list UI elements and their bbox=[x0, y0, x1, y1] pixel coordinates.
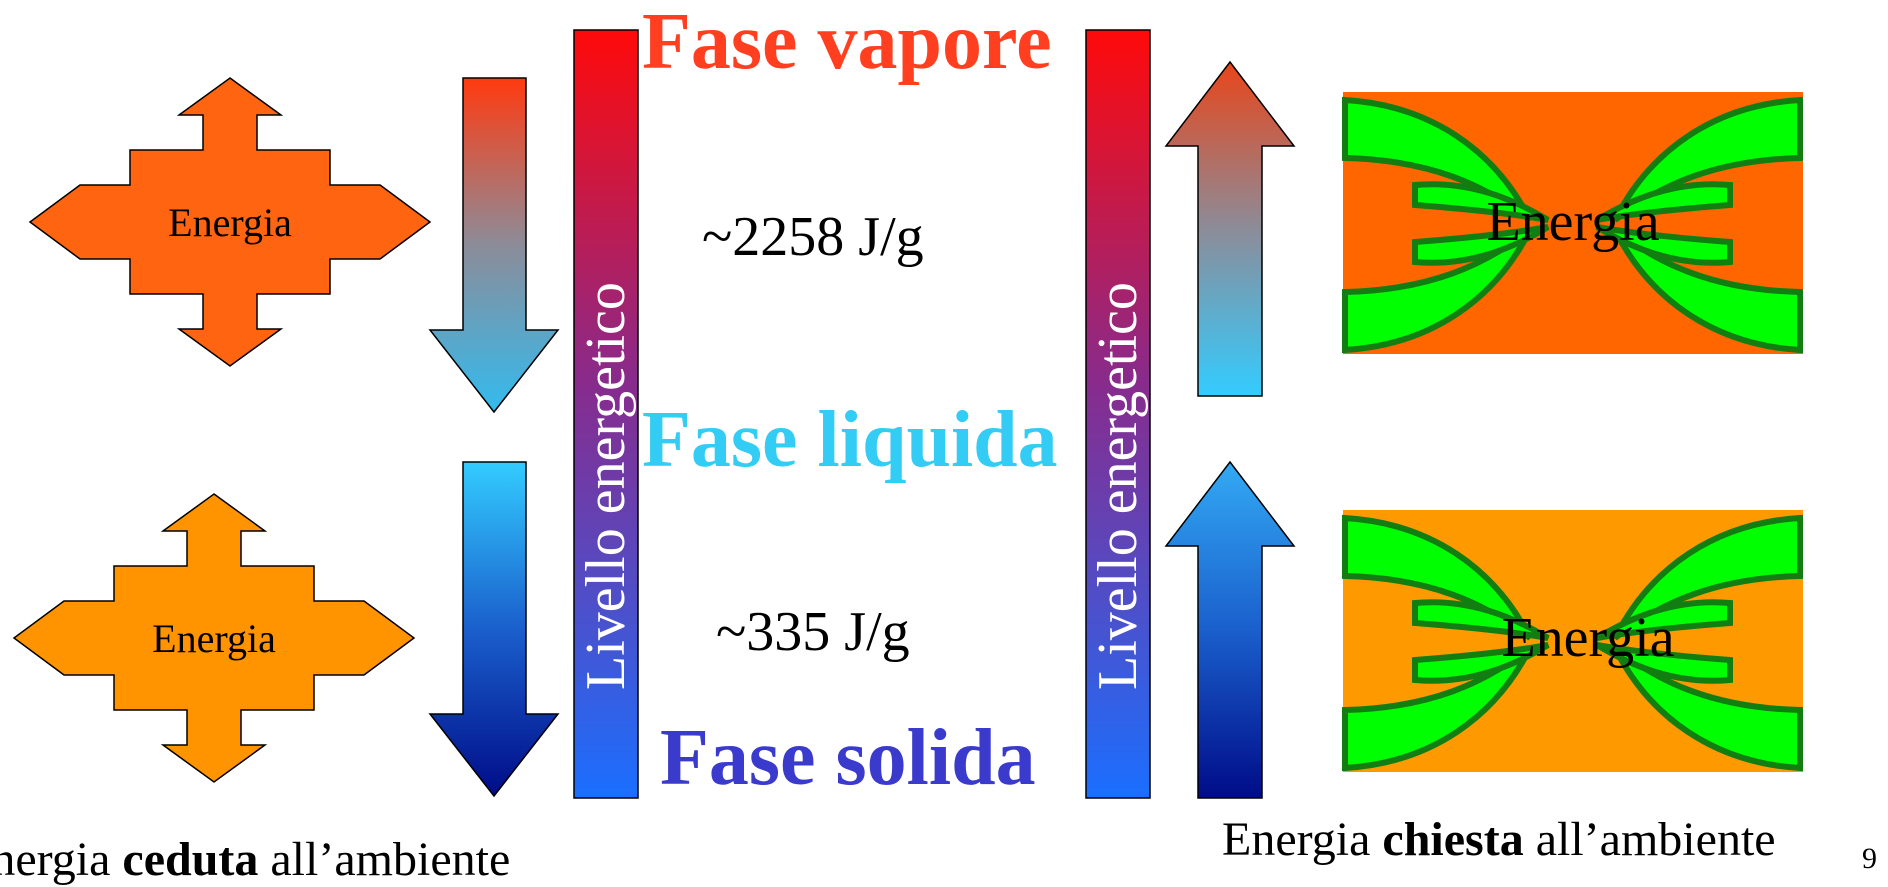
caption-left-prefix: Energia bbox=[0, 833, 111, 886]
four-way-arrow-icon bbox=[12, 493, 416, 783]
caption-left-bold: ceduta bbox=[122, 833, 259, 886]
caption-right-bold: chiesta bbox=[1382, 813, 1524, 866]
fusion-energy-value: ~335 J/g bbox=[716, 601, 910, 663]
caption-left-suffix: all’ambiente bbox=[258, 833, 511, 886]
caption-right-suffix: all’ambiente bbox=[1523, 813, 1776, 866]
swirl-icon bbox=[1342, 96, 1803, 354]
phase-liquid-title: Fase liquida bbox=[642, 396, 1058, 484]
swirl-icon bbox=[1342, 514, 1803, 772]
page-number: 9 bbox=[1862, 842, 1877, 875]
phase-vapor-title: Fase vapore bbox=[642, 0, 1052, 86]
down-arrow-icon bbox=[428, 77, 560, 414]
up-arrow-icon bbox=[1164, 460, 1296, 799]
four-way-arrow-icon bbox=[28, 77, 432, 367]
caption-right-prefix: Energia bbox=[1222, 813, 1383, 866]
up-arrow-icon bbox=[1164, 60, 1296, 397]
energy-level-label-right: Livello energetico bbox=[1087, 282, 1149, 690]
released-energy-label-top: Energia bbox=[168, 200, 292, 245]
down-arrow-icon bbox=[428, 461, 560, 798]
absorbed-energy-label-bottom: Energia bbox=[1501, 607, 1674, 669]
caption-energy-released: Energia ceduta all’ambiente bbox=[0, 832, 510, 887]
released-energy-label-bottom: Energia bbox=[152, 616, 276, 661]
energy-level-bar-right bbox=[1085, 29, 1151, 799]
energy-level-label-left: Livello energetico bbox=[575, 282, 637, 690]
energy-level-bar-left bbox=[573, 29, 639, 799]
vaporization-energy-value: ~2258 J/g bbox=[702, 206, 924, 268]
phase-solid-title: Fase solida bbox=[660, 714, 1036, 802]
caption-energy-absorbed: Energia chiesta all’ambiente bbox=[1222, 812, 1776, 867]
absorbed-energy-label-top: Energia bbox=[1486, 191, 1659, 253]
